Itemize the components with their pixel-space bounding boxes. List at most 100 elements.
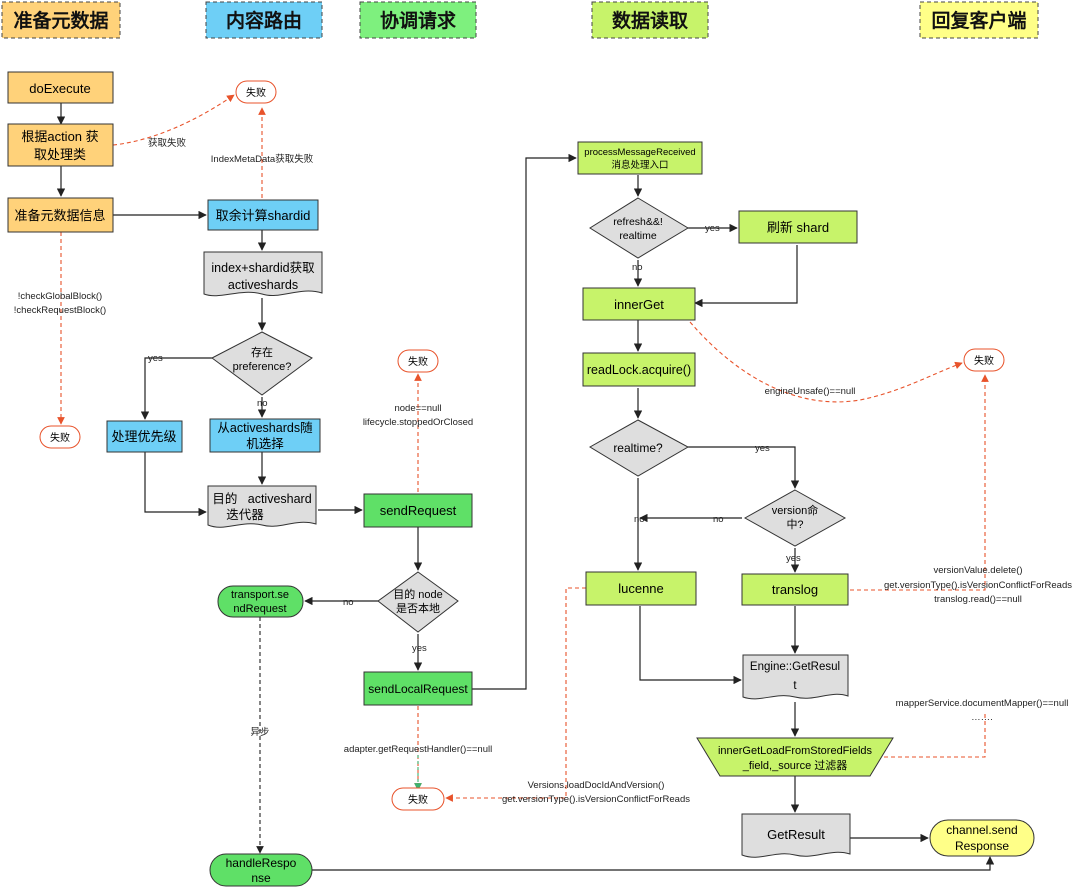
node-pick-random: 从activeshards随 机选择 [209, 418, 321, 453]
svg-text:_field,_source 过滤器: _field,_source 过滤器 [742, 759, 848, 772]
node-prep-meta: 准备元数据信息 [7, 197, 114, 233]
label-local-yes: yes [412, 643, 427, 654]
svg-text:失败: 失败 [408, 793, 428, 806]
edge-sendlocal-pmr [472, 153, 577, 690]
svg-text:handleRespo: handleRespo [226, 856, 297, 870]
lane-header-route: 内容路由 [205, 1, 323, 39]
svg-text:t: t [793, 680, 797, 692]
fail-terminal: 失败 [235, 80, 277, 104]
node-version-decision: version命 中? [743, 489, 847, 547]
lane-header-coord: 协调请求 [359, 1, 477, 39]
svg-text:中?: 中? [786, 518, 803, 531]
svg-text:目的 activeshard: 目的 activeshard [212, 491, 311, 506]
svg-text:ndRequest: ndRequest [233, 603, 286, 615]
node-is-local-decision: 目的 node 是否本地 [377, 571, 459, 633]
svg-text:根据action 获: 根据action 获 [21, 129, 98, 144]
svg-text:version命: version命 [772, 503, 818, 517]
node-realtime-decision: realtime? [589, 419, 690, 477]
edge-labels: 获取失败 IndexMetaData获取失败 !checkGlobalBlock… [14, 137, 1072, 805]
lane-title-prepare: 准备元数据 [13, 9, 108, 32]
label-indexmeta-fail: IndexMetaData获取失败 [211, 153, 314, 165]
lane-title-coord: 协调请求 [380, 9, 457, 32]
node-transport-send: transport.se ndRequest [217, 585, 304, 618]
svg-text:失败: 失败 [50, 431, 70, 444]
label-engine-unsafe: engineUnsafe()==null [765, 386, 856, 397]
lane-header-reply: 回复客户端 [919, 1, 1039, 39]
edge-fail-translog [850, 374, 989, 591]
svg-text:刷新 shard: 刷新 shard [767, 220, 829, 235]
svg-text:channel.send: channel.send [946, 823, 1017, 837]
edge-fail-mapper [870, 712, 986, 758]
node-process-message: processMessageReceived 消息处理入口 [577, 141, 703, 175]
fail-terminal: 失败 [397, 349, 439, 373]
node-iterator: 目的 activeshard 迭代器 [207, 485, 317, 528]
label-node-null: node==null [394, 403, 441, 414]
svg-text:准备元数据信息: 准备元数据信息 [14, 208, 105, 223]
label-pref-no: no [257, 398, 268, 409]
label-dots: ……. [971, 712, 993, 723]
label-version-conflict-2: get.versionType().isVersionConflictForRe… [884, 580, 1072, 591]
svg-text:realtime: realtime [619, 230, 657, 242]
svg-text:doExecute: doExecute [29, 81, 90, 96]
edge-fail-engine [689, 321, 963, 403]
svg-text:preference?: preference? [233, 361, 292, 373]
svg-text:取处理类: 取处理类 [34, 147, 86, 162]
svg-text:是否本地: 是否本地 [396, 601, 440, 615]
lane-title-read: 数据读取 [612, 9, 688, 32]
solid-edges [56, 103, 995, 871]
edge-lucene-engine [639, 606, 742, 685]
label-check-global: !checkGlobalBlock() [18, 291, 102, 302]
svg-text:消息处理入口: 消息处理入口 [611, 159, 668, 171]
svg-text:nse: nse [251, 871, 271, 885]
node-engine-getresult: Engine::GetResul t [742, 654, 849, 700]
label-mapper-service: mapperService.documentMapper()==null [896, 698, 1069, 709]
svg-text:GetResult: GetResult [767, 827, 825, 842]
svg-text:transport.se: transport.se [231, 589, 289, 601]
edge-realtime-version [688, 446, 800, 489]
svg-text:Response: Response [955, 839, 1009, 853]
node-refresh-shard: 刷新 shard [738, 210, 858, 244]
node-lucene: lucenne [585, 571, 697, 606]
svg-text:processMessageReceived: processMessageReceived [584, 147, 695, 158]
svg-text:失败: 失败 [974, 354, 994, 367]
label-realtime-yes: yes [755, 443, 770, 454]
svg-text:Engine::GetResul: Engine::GetResul [750, 661, 840, 673]
label-local-no: no [343, 597, 354, 608]
svg-text:sendLocalRequest: sendLocalRequest [368, 682, 468, 696]
fail-terminal: 失败 [391, 787, 445, 811]
edge-handle-channel [312, 856, 995, 871]
edge-fail-getaction [112, 94, 235, 146]
edge-priority-iter [144, 452, 207, 517]
svg-text:取余计算shardid: 取余计算shardid [216, 208, 311, 223]
edge-pref-priority [140, 357, 212, 420]
node-doexecute: doExecute [7, 71, 114, 104]
edge-fail-lucene [445, 587, 586, 802]
svg-text:从activeshards随: 从activeshards随 [217, 420, 313, 435]
node-translog: translog [741, 573, 849, 606]
svg-text:sendRequest: sendRequest [380, 503, 457, 518]
svg-text:处理优先级: 处理优先级 [111, 429, 176, 444]
label-realtime-no: no [634, 514, 645, 525]
label-version-yes: yes [786, 553, 801, 564]
svg-text:readLock.acquire(): readLock.acquire() [587, 363, 691, 377]
label-async: 异步 [250, 727, 269, 738]
svg-text:迭代器: 迭代器 [226, 508, 264, 522]
svg-text:存在: 存在 [251, 345, 273, 359]
label-get-fail: 获取失败 [148, 137, 187, 149]
svg-text:机选择: 机选择 [246, 437, 284, 451]
label-version-conflict-1: get.versionType().isVersionConflictForRe… [502, 794, 690, 805]
fail-edges [57, 94, 989, 802]
node-send-request: sendRequest [363, 493, 473, 528]
label-translog-read: translog.read()==null [934, 594, 1022, 605]
lane-title-route: 内容路由 [226, 9, 302, 32]
label-check-request: !checkRequestBlock() [14, 305, 106, 316]
node-refresh-decision: refresh&&! realtime [589, 197, 689, 259]
svg-text:目的 node: 目的 node [393, 587, 443, 601]
svg-text:失败: 失败 [408, 355, 428, 368]
node-preference-decision: 存在 preference? [211, 331, 313, 396]
svg-text:innerGet: innerGet [614, 297, 664, 312]
node-calc-shard: 取余计算shardid [207, 199, 319, 231]
node-inner-load: innerGetLoadFromStoredFields _field,_sou… [696, 737, 894, 777]
label-version-delete: versionValue.delete() [933, 565, 1022, 576]
